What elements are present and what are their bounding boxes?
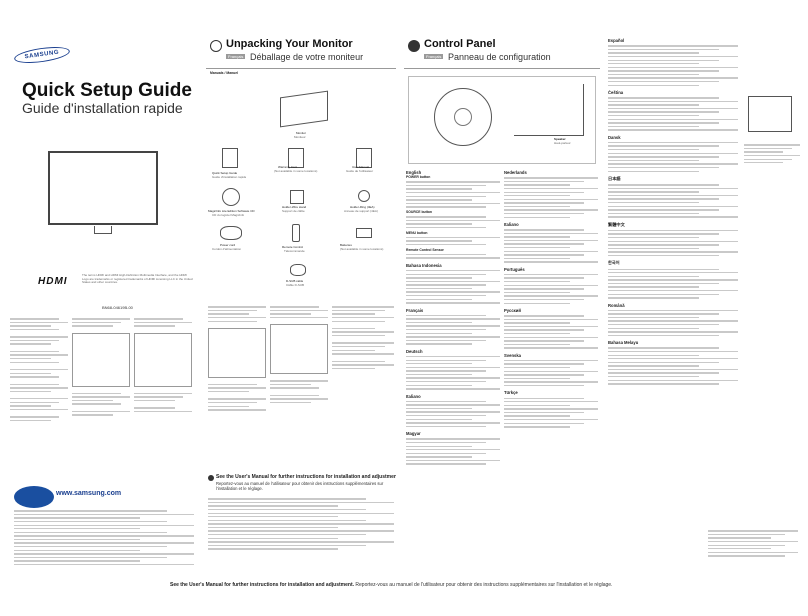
info-icon [208, 475, 214, 481]
warranty-illustration [288, 148, 304, 168]
unpacking-lang-col-b [270, 304, 328, 406]
unpacking-note-en: See the User's Manual for further instru… [216, 474, 396, 480]
monitor-stand [94, 226, 112, 234]
item-holder-wire: Holder-Wire stand [282, 206, 307, 209]
control-col-b: Nederlands Italiano Português Русский Sv… [504, 170, 598, 430]
footer-note-fr: Reportez-vous au manuel de l'utilisateur… [355, 582, 613, 588]
holder-ring-illustration [358, 190, 370, 202]
unpacking-tag: Français [226, 54, 246, 59]
cover-lang-col-a [10, 316, 68, 423]
cover-title-fr: Guide d'installation rapide [22, 100, 183, 116]
cover-lang-col-c [134, 316, 192, 414]
unpacking-note-langs [208, 496, 394, 552]
right-col-a: Español Čeština Dansk 日本語 繁體中文 한국어 Român… [608, 38, 738, 387]
item-user-manual: User Manual [352, 166, 370, 169]
right-col-b [744, 142, 800, 166]
warning-table-2 [270, 324, 328, 375]
remote-illustration [292, 224, 300, 242]
control-title-fr: Panneau de configuration [448, 52, 551, 62]
joystick-inner [454, 108, 472, 126]
item-batteries: Batteries [340, 244, 352, 247]
title-rule [206, 68, 396, 69]
joystick-circle [434, 88, 492, 146]
quick-guide-illustration [222, 148, 238, 168]
unpacking-title-en: Unpacking Your Monitor [226, 38, 353, 50]
user-manual-illustration [356, 148, 372, 168]
cd-illustration [222, 188, 240, 206]
footer-note: See the User's Manual for further instru… [170, 582, 640, 588]
footer-note-en: See the User's Manual for further instru… [170, 582, 354, 588]
unpacking-panel: Unpacking Your Monitor Français Déballag… [206, 8, 396, 608]
source-button-label: SOURCE button [406, 209, 432, 214]
control-diagram [408, 76, 596, 164]
item-monitor: Monitor [296, 132, 307, 135]
item-cd: MagicInfo Lite Edition Software CD [208, 210, 255, 213]
monitor-corner-illustration [514, 84, 584, 136]
item-warranty: Warranty Card [278, 166, 298, 169]
samsung-logo: SAMSUNG [13, 44, 71, 66]
item-remote: Remote Control [282, 246, 304, 249]
control-panel-section: Control Panel Français Panneau de config… [404, 8, 600, 608]
unpacking-lang-col-a [208, 304, 266, 413]
control-tag: Français [424, 54, 444, 59]
warning-table [208, 327, 266, 378]
website: www.samsung.com [56, 490, 122, 497]
power-button-label: POWER button [406, 175, 431, 179]
menu-button-label: MENU button [406, 230, 428, 235]
holder-wire-illustration [290, 190, 304, 204]
samsung-swoosh [14, 486, 54, 508]
item-power-cord: Power cord [220, 244, 236, 247]
side-monitor-illustration [748, 96, 792, 132]
batteries-illustration [356, 228, 372, 238]
cover-title-en: Quick Setup Guide [22, 80, 192, 101]
speaker-label: Speaker [554, 138, 566, 141]
monitor-box-illustration [280, 90, 328, 128]
warning-box-2 [134, 332, 192, 387]
dsub-illustration [290, 264, 306, 276]
control-panel-icon [408, 40, 420, 52]
unpacking-title-fr: Déballage de votre moniteur [250, 52, 364, 62]
item-holder-ring: Holder-Ring (4EA) [350, 206, 375, 209]
warning-box [72, 332, 130, 387]
website-lang-list [14, 508, 194, 567]
hdmi-logo: HDMI [38, 276, 68, 287]
power-cord-illustration [220, 226, 242, 240]
item-quick-setup: Quick Setup Guide [212, 172, 238, 175]
control-title-en: Control Panel [424, 38, 496, 50]
hdmi-note: The terms HDMI and HDMI High-Definition … [82, 274, 193, 285]
item-dsub: D-SUB cable [286, 280, 304, 283]
part-number: BN68-04619B-00 [102, 306, 133, 310]
cover-lang-col-b [72, 316, 130, 418]
right-panel: Español Čeština Dansk 日本語 繁體中文 한국어 Român… [608, 8, 802, 608]
scissors-icon [210, 40, 222, 52]
remote-sensor-label: Remote Control Sensor [406, 247, 444, 252]
manuals-label: Manuals / Manuel [210, 71, 239, 75]
control-rule [404, 68, 600, 69]
unpacking-note-fr: Reportez-vous au manuel de l'utilisateur… [216, 481, 384, 491]
monitor-illustration [48, 151, 158, 225]
right-bottom-lines [708, 528, 798, 559]
cover-panel: SAMSUNG Quick Setup Guide Guide d'instal… [8, 8, 198, 608]
control-col-a: English POWER button SOURCE button MENU … [406, 170, 500, 467]
unpacking-lang-col-c [332, 304, 394, 371]
